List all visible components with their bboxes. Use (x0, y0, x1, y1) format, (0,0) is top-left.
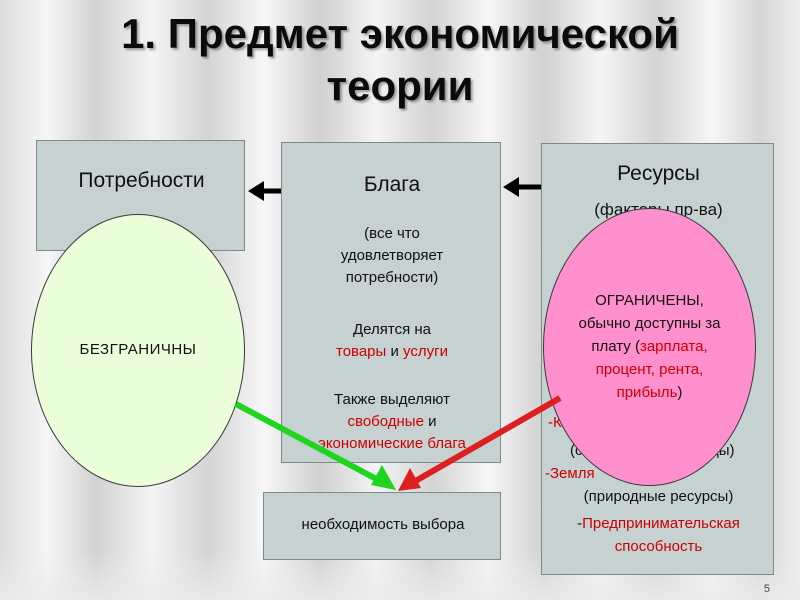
goods-division-prefix: Делятся на (353, 321, 431, 338)
goods-also-prefix: Также выделяют (334, 391, 450, 408)
goods-division: Делятся на товары и услуги (292, 319, 492, 363)
slide-title: 1. Предмет экономической теории (0, 8, 800, 112)
choice-label: необходимость выбора (301, 516, 465, 533)
goods-and-word: и (390, 343, 399, 360)
limited-line-1: ОГРАНИЧЕНЫ, (595, 292, 704, 309)
resources-entrepreneurship: -Предпринимательская способность (542, 512, 775, 558)
services-word: услуги (403, 343, 448, 360)
limited-close-paren: ) (677, 384, 683, 401)
arrow-resources-to-goods (503, 177, 541, 197)
interest-rent-words: процент, рента, (595, 361, 704, 378)
goods-word: товары (336, 343, 387, 360)
economic-goods-word: экономические блага (318, 435, 466, 452)
needs-heading: Потребности (78, 169, 205, 192)
goods-box: Блага (все что удовлетворяет потребности… (281, 142, 501, 463)
goods-definition: (все что удовлетворяет потребности) (340, 225, 444, 286)
resources-limited-ellipse: ОГРАНИЧЕНЫ, обычно доступны за плату (за… (543, 208, 756, 486)
resources-heading: Ресурсы (617, 162, 700, 185)
goods-and-word-2: и (428, 413, 437, 430)
title-line-2: теории (326, 62, 474, 109)
arrow-goods-to-needs (248, 181, 281, 201)
entrepreneurship-label: Предпринимательская способность (582, 515, 740, 555)
title-line-1: 1. Предмет экономической (121, 10, 679, 57)
resources-natural: (природные ресурсы) (583, 488, 734, 505)
limited-line-2: обычно доступны за (578, 315, 721, 332)
unlimited-label: БЕЗГРАНИЧНЫ (79, 341, 197, 358)
profit-word: прибыль (616, 384, 678, 401)
free-goods-word: свободные (347, 413, 424, 430)
needs-unlimited-ellipse: БЕЗГРАНИЧНЫ (31, 214, 245, 487)
limited-line-3-prefix: плату ( (591, 338, 640, 355)
entrepreneurship-dash: - (577, 515, 583, 532)
goods-also: Также выделяют свободные и экономические… (282, 389, 502, 455)
goods-heading: Блага (363, 173, 421, 196)
slide-number: 5 (763, 583, 770, 595)
limited-text: ОГРАНИЧЕНЫ, обычно доступны за плату (за… (544, 289, 755, 404)
choice-box: необходимость выбора (263, 492, 501, 560)
salary-word: зарплата, (639, 338, 708, 355)
